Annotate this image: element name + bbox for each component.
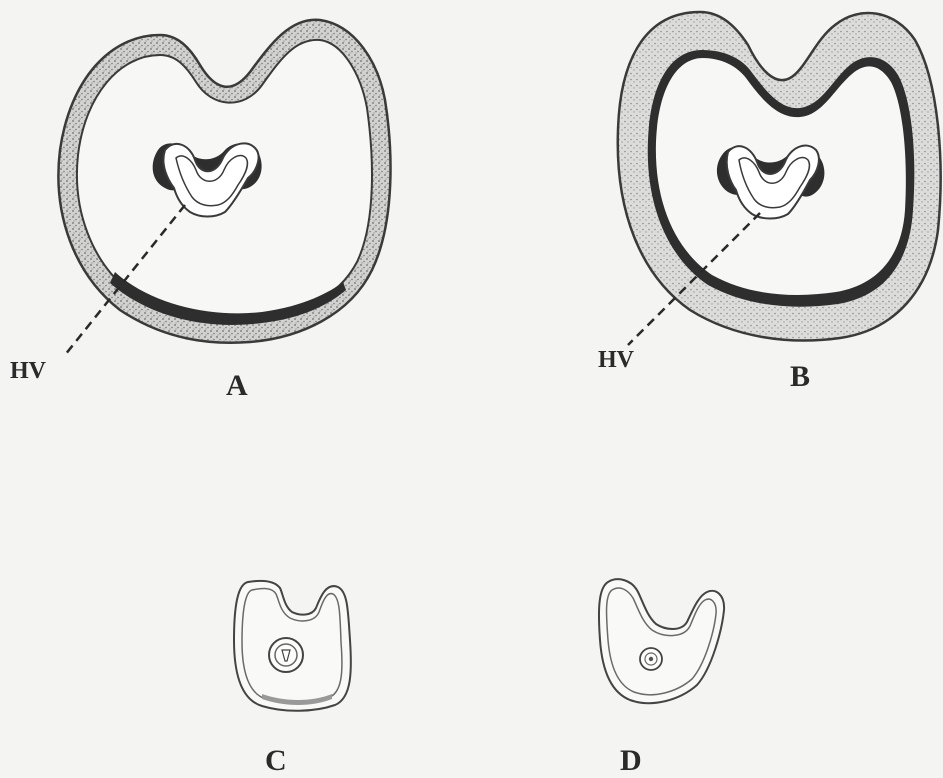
panel-b-label: B xyxy=(790,360,810,393)
panel-d-core xyxy=(649,657,653,661)
panel-a-label: A xyxy=(226,369,248,402)
panel-a: HV A xyxy=(10,20,391,402)
panel-c-label: C xyxy=(265,744,287,777)
panel-d-label: D xyxy=(620,744,642,777)
panel-d: D xyxy=(599,579,724,777)
panel-d-outer-wall xyxy=(599,579,724,703)
panel-c: C xyxy=(234,581,351,777)
panel-a-hv-label: HV xyxy=(10,358,47,384)
panel-b-hv-label: HV xyxy=(598,347,635,373)
panel-b: HV B xyxy=(598,12,941,393)
